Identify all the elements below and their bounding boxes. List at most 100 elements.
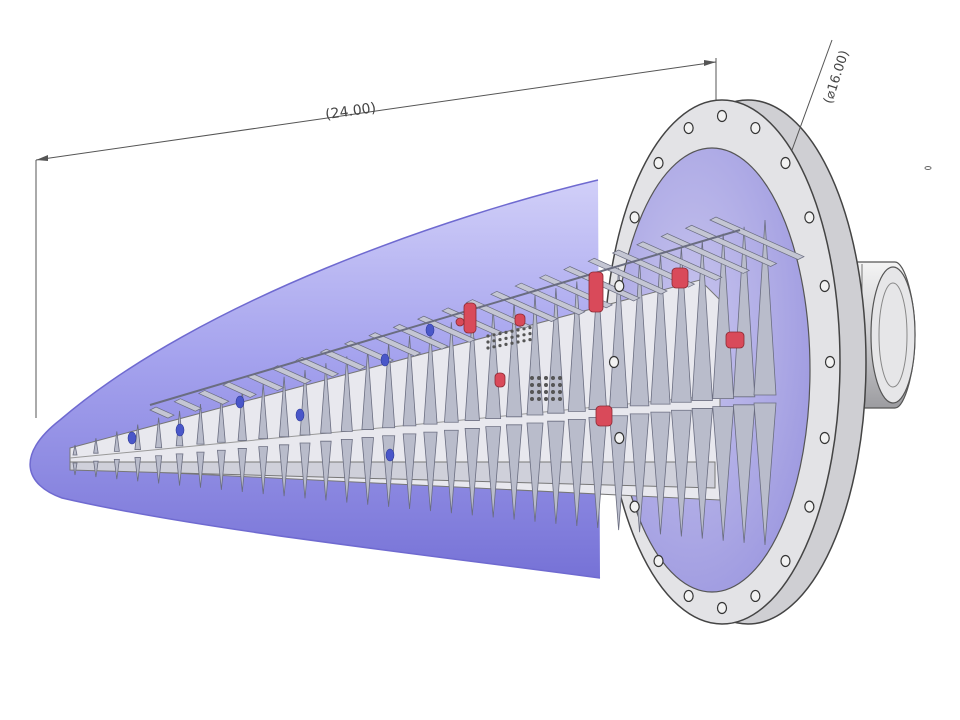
dipole-tooth-upper bbox=[340, 356, 353, 432]
upper-comb-element bbox=[149, 406, 175, 419]
upper-rail bbox=[149, 229, 741, 406]
dipole-tooth-upper bbox=[650, 254, 671, 405]
bolt-hole bbox=[629, 211, 640, 224]
bolt-hole bbox=[608, 355, 620, 369]
dipole-tooth-upper bbox=[320, 363, 332, 434]
dipole-tooth-lower bbox=[547, 420, 565, 524]
dipole-tooth-upper bbox=[72, 444, 78, 456]
bolt-hole bbox=[750, 121, 761, 135]
grid-hole bbox=[544, 397, 548, 401]
red-mount-block bbox=[455, 317, 465, 327]
dipole-tooth-lower bbox=[93, 460, 99, 478]
dipole-tooth-upper bbox=[155, 417, 163, 449]
grid-hole bbox=[522, 333, 526, 337]
bolt-hole bbox=[716, 601, 728, 615]
grid-hole bbox=[544, 390, 548, 394]
red-mount-block bbox=[494, 372, 506, 388]
dipole-tooth-upper bbox=[134, 424, 141, 450]
grid-hole bbox=[558, 397, 562, 401]
bolt-hole bbox=[750, 589, 761, 603]
bolt-hole bbox=[819, 279, 830, 293]
bolt-hole bbox=[629, 500, 640, 513]
grid-hole bbox=[537, 390, 541, 394]
blue-insulator bbox=[127, 431, 137, 445]
dipole-tooth-upper bbox=[464, 315, 480, 421]
grid-hole bbox=[528, 332, 532, 336]
grid-hole bbox=[522, 339, 526, 343]
grid-hole bbox=[522, 327, 526, 331]
bolt-hole bbox=[780, 554, 791, 568]
red-mount-block bbox=[463, 302, 477, 334]
red-mount-block bbox=[725, 331, 745, 349]
grid-hole bbox=[516, 340, 520, 344]
red-mount-block bbox=[671, 267, 689, 289]
dipole-tooth-lower bbox=[650, 411, 671, 535]
bolt-hole bbox=[824, 355, 836, 369]
dipole-tooth-lower bbox=[72, 462, 78, 476]
upper-comb-element bbox=[660, 233, 751, 274]
dipole-tooth-upper bbox=[361, 349, 374, 430]
grid-hole bbox=[558, 383, 562, 387]
dipole-tooth-lower bbox=[217, 449, 226, 490]
dipole-tooth-lower bbox=[196, 451, 205, 488]
blue-insulator bbox=[385, 448, 395, 462]
dipole-tooth-upper bbox=[547, 288, 565, 414]
dipole-tooth-lower bbox=[629, 413, 650, 533]
dipole-tooth-lower bbox=[505, 424, 523, 520]
bolt-hole bbox=[653, 156, 664, 170]
grid-hole bbox=[486, 346, 490, 350]
blue-insulator bbox=[295, 408, 305, 422]
grid-hole bbox=[516, 334, 520, 338]
grid-hole bbox=[551, 390, 555, 394]
upper-comb-element bbox=[636, 241, 723, 281]
bolt-hole bbox=[804, 211, 815, 224]
grid-hole bbox=[504, 342, 508, 346]
length-dimension: (24.00) bbox=[35, 58, 717, 418]
dipole-tooth-upper bbox=[278, 376, 290, 438]
dipole-tooth-upper bbox=[732, 226, 756, 398]
dipole-tooth-lower bbox=[361, 437, 374, 505]
dipole-tooth-upper bbox=[217, 397, 226, 443]
small-mark bbox=[924, 166, 932, 170]
upper-comb-element bbox=[684, 224, 778, 267]
upper-comb-element bbox=[173, 398, 203, 412]
dipole-tooth-upper bbox=[712, 233, 735, 400]
dipole-tooth-lower bbox=[258, 446, 269, 495]
grid-hole bbox=[498, 332, 502, 336]
dipole-tooth-lower bbox=[340, 438, 353, 503]
upper-comb-element bbox=[222, 381, 257, 398]
dipole-tooth-upper bbox=[485, 308, 502, 420]
dipole-tooth-lower bbox=[567, 418, 586, 526]
red-mount-block bbox=[588, 271, 604, 313]
grid-hole bbox=[551, 376, 555, 380]
blue-insulator bbox=[425, 323, 435, 337]
grid-hole bbox=[537, 397, 541, 401]
flange-bolt-holes bbox=[608, 109, 836, 615]
grid-hole bbox=[510, 335, 514, 339]
grid-hole bbox=[504, 330, 508, 334]
grid-hole bbox=[544, 376, 548, 380]
upper-comb-element bbox=[319, 348, 367, 371]
red-mount-block bbox=[595, 405, 613, 427]
dipole-tooth-lower bbox=[753, 402, 777, 546]
dipole-tooth-upper bbox=[609, 267, 629, 409]
dipole-tooth-lower bbox=[712, 406, 735, 541]
grid-hole bbox=[510, 329, 514, 333]
grid-hole bbox=[528, 338, 532, 342]
dipole-tooth-lower bbox=[423, 431, 438, 512]
length-dimension-label: (24.00) bbox=[324, 100, 377, 123]
upper-comb-element bbox=[709, 216, 805, 260]
dipole-tooth-lower bbox=[278, 444, 290, 497]
bolt-hole bbox=[683, 589, 694, 603]
dipole-tooth-lower bbox=[320, 440, 332, 501]
grid-hole bbox=[551, 397, 555, 401]
upper-comb-element bbox=[417, 315, 477, 343]
grid-hole bbox=[558, 390, 562, 394]
dipole-tooth-upper bbox=[93, 438, 99, 454]
blue-insulator bbox=[235, 395, 245, 409]
dipole-tooth-upper bbox=[444, 322, 459, 423]
dipole-tooth-upper bbox=[382, 342, 396, 429]
dipole-tooth-upper bbox=[691, 240, 713, 401]
dipole-tooth-upper bbox=[423, 329, 438, 425]
